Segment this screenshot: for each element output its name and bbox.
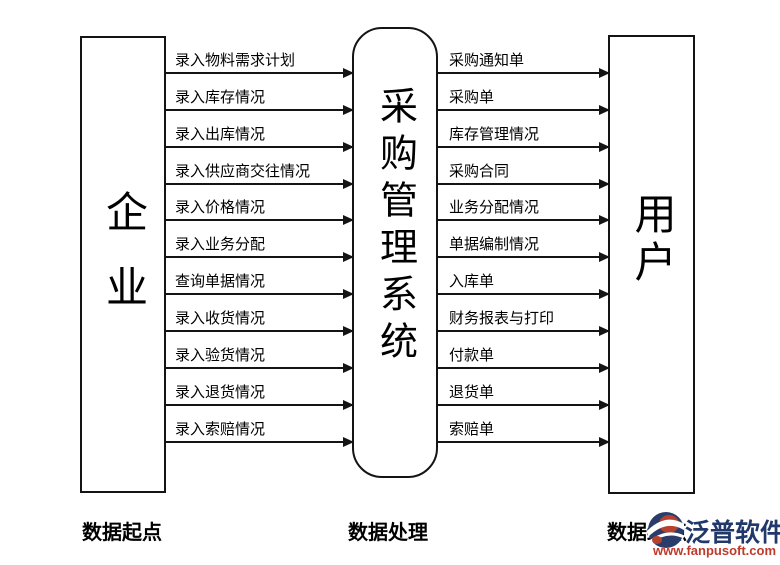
- flow-label: 财务报表与打印: [449, 311, 555, 327]
- arrowhead-icon: [343, 400, 354, 410]
- flow-arrow: [438, 326, 610, 336]
- arrowhead-icon: [343, 68, 354, 78]
- enterprise-label: 企业: [99, 189, 146, 340]
- entity-box-user: 用户: [608, 35, 695, 494]
- flow-arrow: [438, 179, 610, 189]
- fanpu-logo-icon: [647, 511, 685, 549]
- arrowhead-icon: [599, 400, 610, 410]
- flow-label: 录入退货情况: [175, 385, 266, 401]
- footer-label-data-origin: 数据起点: [82, 522, 162, 544]
- flow-label: 录入出库情况: [175, 127, 266, 143]
- flow-arrow: [438, 400, 610, 410]
- flow-label: 退货单: [449, 385, 495, 401]
- arrowhead-icon: [599, 105, 610, 115]
- arrowhead-icon: [343, 326, 354, 336]
- flow-arrow: [166, 179, 354, 189]
- flow-arrow: [166, 68, 354, 78]
- entity-box-enterprise: 企业: [80, 36, 166, 493]
- arrowhead-icon: [599, 326, 610, 336]
- flow-arrow: [438, 142, 610, 152]
- arrowhead-icon: [343, 437, 354, 447]
- flow-arrow: [166, 400, 354, 410]
- flow-label: 采购通知单: [449, 53, 525, 69]
- watermark-url-text: www.fanpusoft.com: [653, 543, 777, 558]
- flow-label: 录入库存情况: [175, 90, 266, 106]
- flow-label: 付款单: [449, 348, 495, 364]
- arrowhead-icon: [599, 68, 610, 78]
- watermark: 泛普软件 www.fanpusoft.com: [645, 509, 780, 561]
- arrowhead-icon: [599, 363, 610, 373]
- arrowhead-icon: [343, 252, 354, 262]
- arrowhead-icon: [599, 437, 610, 447]
- flow-arrow: [166, 105, 354, 115]
- system-label: 采购管理系统: [373, 85, 416, 368]
- flow-label: 录入价格情况: [175, 200, 266, 216]
- arrowhead-icon: [343, 105, 354, 115]
- arrowhead-icon: [343, 289, 354, 299]
- flow-label: 录入验货情况: [175, 348, 266, 364]
- arrowhead-icon: [343, 363, 354, 373]
- flow-label: 单据编制情况: [449, 237, 540, 253]
- user-label: 用户: [628, 191, 674, 288]
- flow-arrow: [438, 252, 610, 262]
- flow-arrow: [438, 437, 610, 447]
- arrowhead-icon: [343, 215, 354, 225]
- flow-label: 索赔单: [449, 422, 495, 438]
- watermark-brand-text: 泛普软件: [685, 519, 780, 547]
- flow-label: 业务分配情况: [449, 200, 540, 216]
- flow-arrow: [166, 215, 354, 225]
- flow-label: 录入供应商交往情况: [175, 164, 311, 180]
- process-box-system: 采购管理系统: [352, 27, 438, 478]
- flow-label: 录入物料需求计划: [175, 53, 296, 69]
- flow-label: 录入索赔情况: [175, 422, 266, 438]
- flow-label: 查询单据情况: [175, 274, 266, 290]
- flow-arrow: [438, 289, 610, 299]
- arrowhead-icon: [599, 142, 610, 152]
- flow-arrow: [438, 68, 610, 78]
- flow-arrow: [166, 363, 354, 373]
- arrowhead-icon: [343, 179, 354, 189]
- arrowhead-icon: [599, 179, 610, 189]
- flow-arrow: [438, 105, 610, 115]
- flow-label: 库存管理情况: [449, 127, 540, 143]
- flow-arrow: [166, 142, 354, 152]
- flow-label: 入库单: [449, 274, 495, 290]
- flow-arrow: [438, 215, 610, 225]
- flow-label: 录入业务分配: [175, 237, 266, 253]
- flow-arrow: [166, 252, 354, 262]
- arrowhead-icon: [343, 142, 354, 152]
- arrowhead-icon: [599, 252, 610, 262]
- flow-arrow: [438, 363, 610, 373]
- arrowhead-icon: [599, 215, 610, 225]
- flow-label: 采购单: [449, 90, 495, 106]
- flow-arrow: [166, 326, 354, 336]
- flow-arrow: [166, 289, 354, 299]
- flow-label: 采购合同: [449, 164, 510, 180]
- flow-arrow: [166, 437, 354, 447]
- footer-label-data-processing: 数据处理: [348, 522, 428, 544]
- flow-label: 录入收货情况: [175, 311, 266, 327]
- arrowhead-icon: [599, 289, 610, 299]
